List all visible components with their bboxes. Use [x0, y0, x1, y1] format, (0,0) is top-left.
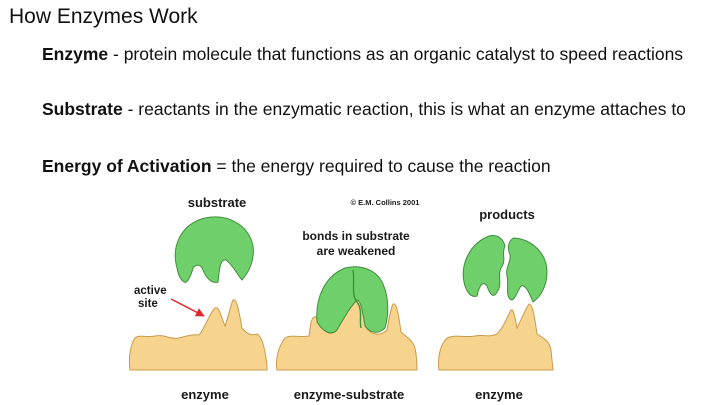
- product-right-shape: [506, 237, 548, 303]
- label-substrate: substrate: [188, 195, 247, 210]
- definition-term: Energy of Activation: [42, 156, 212, 176]
- definition-text: protein molecule that functions as an or…: [123, 44, 684, 64]
- substrate-shape: [174, 216, 254, 283]
- label-enzyme-right: enzyme: [475, 387, 523, 402]
- label-enzyme-left: enzyme: [181, 387, 229, 402]
- label-bonds-line1: bonds in substrate: [302, 229, 410, 243]
- definition-term: Enzyme: [42, 44, 109, 64]
- definition-separator: -: [108, 44, 124, 64]
- definition-substrate: Substrate - reactants in the enzymatic r…: [42, 98, 702, 121]
- definition-text: the energy required to cause the reactio…: [231, 156, 551, 176]
- weakened-bond-line: [352, 269, 362, 329]
- label-active-site-1: active: [134, 285, 167, 297]
- enzyme-right-shape: [438, 303, 554, 371]
- definition-term: Substrate: [42, 99, 123, 119]
- label-active-site-2: site: [138, 298, 158, 310]
- definition-text: reactants in the enzymatic reaction, thi…: [138, 99, 686, 119]
- definition-activation-energy: Energy of Activation = the energy requir…: [42, 155, 702, 178]
- definition-enzyme: Enzyme - protein molecule that functions…: [42, 43, 702, 66]
- enzyme-left-shape: [128, 299, 268, 371]
- definition-separator: -: [122, 99, 139, 119]
- copyright-credit: © E.M. Collins 2001: [351, 198, 420, 207]
- definition-separator: =: [211, 156, 232, 176]
- substrate-bound-shape: [316, 266, 389, 334]
- label-enzyme-substrate: enzyme-substrate: [294, 387, 405, 402]
- slide-title: How Enzymes Work: [9, 5, 198, 28]
- label-products: products: [479, 207, 535, 222]
- product-left-shape: [462, 235, 506, 297]
- enzyme-substrate-figure: substrate active site enzyme © E.M. Coll…: [128, 195, 554, 402]
- active-site-arrow: [170, 298, 205, 317]
- label-bonds-line2: are weakened: [317, 244, 396, 258]
